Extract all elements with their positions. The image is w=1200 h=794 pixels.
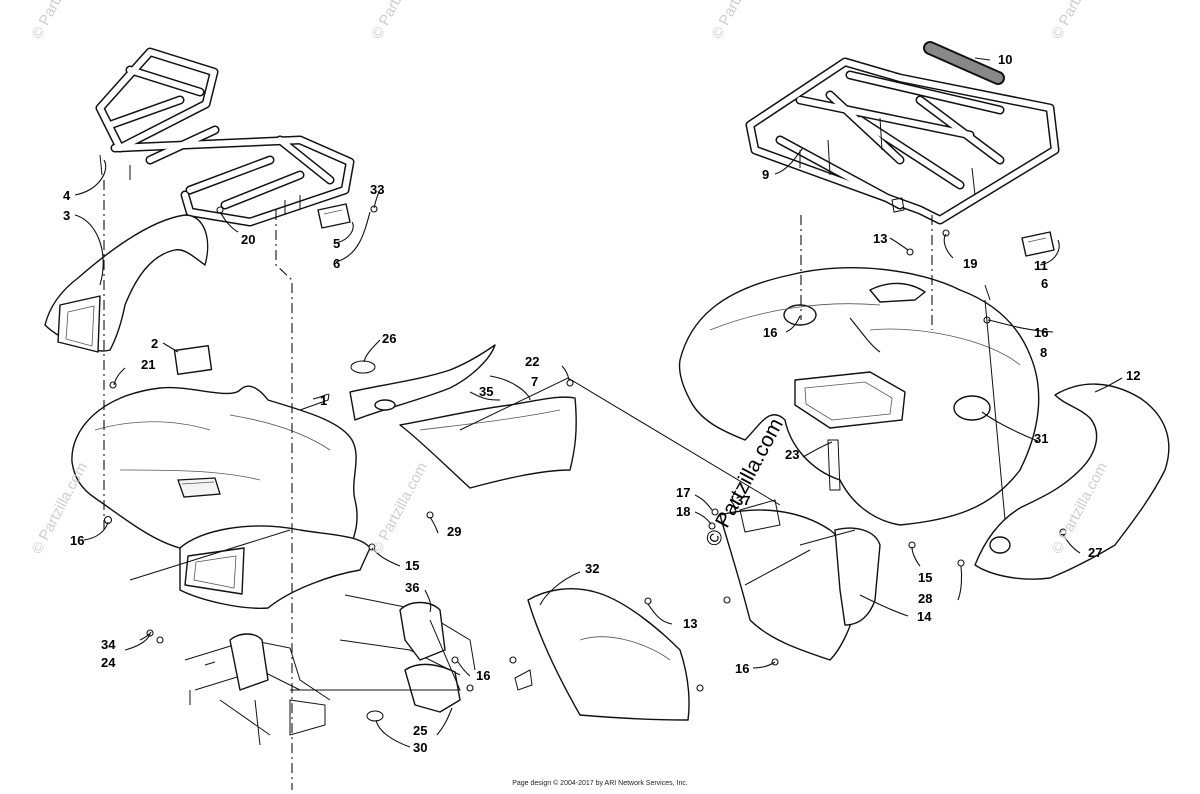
callout-1: 1 — [320, 393, 327, 408]
assembly-lines — [103, 180, 1006, 790]
callout-11: 11 — [1034, 258, 1048, 273]
callout-labels: 1 2 3 4 5 6 6 7 8 9 10 11 12 13 13 14 15… — [63, 52, 1140, 755]
callout-4: 4 — [63, 188, 71, 203]
watermark-tile: © Partzilla.com — [369, 0, 431, 42]
callout-16d: 16 — [735, 661, 749, 676]
front-fender-drawing — [71, 385, 371, 609]
front-rack-drawing — [95, 47, 355, 227]
callout-35: 35 — [479, 384, 493, 399]
footwell-drawing — [184, 594, 476, 746]
callout-13a: 13 — [873, 231, 887, 246]
callout-37: 37 — [736, 493, 750, 508]
side-panel-drawing — [349, 344, 577, 489]
callout-8: 8 — [1040, 345, 1047, 360]
rear-fender-drawing — [678, 267, 1040, 526]
callout-3: 3 — [63, 208, 70, 223]
page-footer: Page design © 2004-2017 by ARI Network S… — [512, 780, 688, 787]
callout-22: 22 — [525, 354, 539, 369]
callout-16a: 16 — [70, 533, 84, 548]
grab-handle-drawing — [923, 41, 1005, 85]
callout-9: 9 — [762, 167, 769, 182]
rear-fender-flare-drawing — [974, 383, 1170, 580]
callout-13b: 13 — [683, 616, 697, 631]
watermark-tile: © Partzilla.com — [709, 0, 771, 42]
callout-20: 20 — [241, 232, 255, 247]
rear-rack-drawing — [745, 57, 1060, 225]
callout-17: 17 — [676, 485, 690, 500]
callout-19: 19 — [963, 256, 977, 271]
callout-36: 36 — [405, 580, 419, 595]
callout-6a: 6 — [333, 256, 340, 271]
callout-30: 30 — [413, 740, 427, 755]
reflectors-drawing — [317, 197, 1055, 257]
callout-33: 33 — [370, 182, 384, 197]
callout-16c: 16 — [763, 325, 777, 340]
callout-15b: 15 — [918, 570, 932, 585]
callout-34: 34 — [101, 637, 116, 652]
callout-7: 7 — [531, 374, 538, 389]
callout-24: 24 — [101, 655, 116, 670]
watermark-tile: © Partzilla.com — [1049, 0, 1111, 42]
callout-5: 5 — [333, 236, 340, 251]
callout-29: 29 — [447, 524, 461, 539]
callout-16b: 16 — [1034, 325, 1048, 340]
callout-25: 25 — [413, 723, 427, 738]
callout-12: 12 — [1126, 368, 1140, 383]
callout-26: 26 — [382, 331, 396, 346]
callout-21: 21 — [141, 357, 155, 372]
leader-lines — [74, 57, 1123, 748]
callout-18: 18 — [676, 504, 690, 519]
callout-28: 28 — [918, 591, 932, 606]
callout-6b: 6 — [1041, 276, 1048, 291]
callout-2: 2 — [151, 336, 158, 351]
callout-32: 32 — [585, 561, 599, 576]
callout-16e: 16 — [476, 668, 490, 683]
callout-23: 23 — [785, 447, 799, 462]
inner-panel-drawing — [514, 588, 690, 721]
watermark-tile: © Partzilla.com — [29, 0, 91, 42]
callout-10: 10 — [998, 52, 1012, 67]
callout-27: 27 — [1088, 545, 1102, 560]
rear-inner-panel-drawing — [719, 439, 881, 661]
callout-15a: 15 — [405, 558, 419, 573]
watermark-tile: © Partzilla.com — [369, 460, 431, 557]
callout-31: 31 — [1034, 431, 1048, 446]
decal-2-drawing — [173, 345, 213, 375]
front-fender-flare-drawing — [44, 214, 209, 353]
callout-14: 14 — [917, 609, 932, 624]
